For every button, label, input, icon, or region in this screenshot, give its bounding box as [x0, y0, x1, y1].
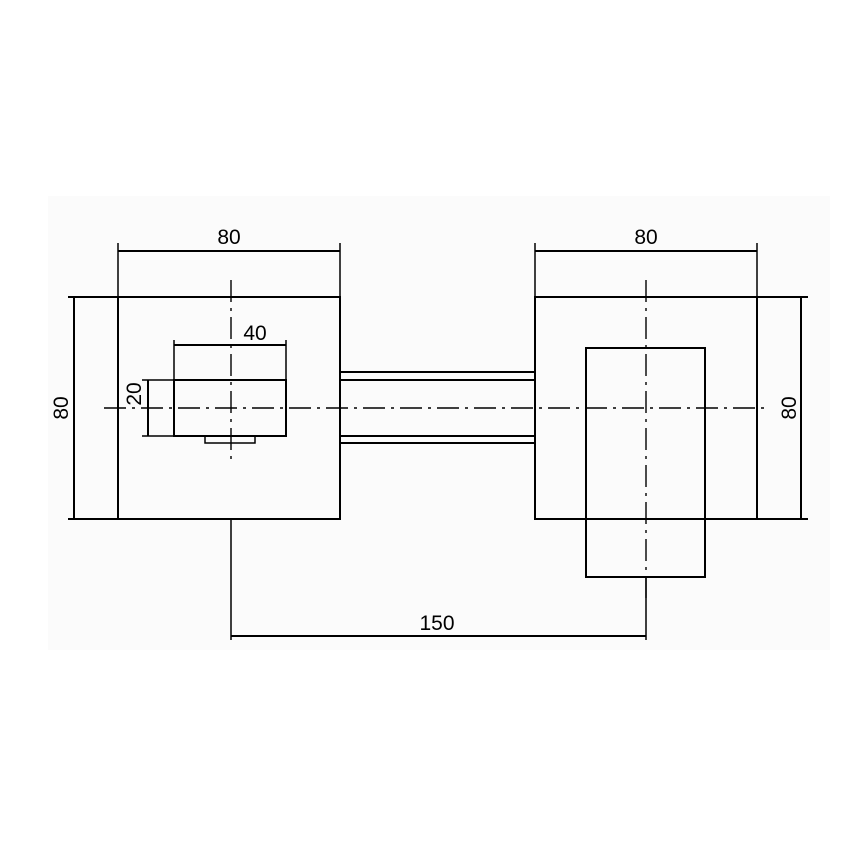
- dim-left-height: 80: [50, 297, 75, 519]
- connecting-bar: [340, 371, 535, 444]
- dim-slot-height: 20: [123, 379, 174, 437]
- dim-center-distance: 150: [230, 519, 647, 640]
- dim-slot-height-label: 20: [123, 382, 146, 405]
- dim-right-width: 80: [534, 226, 758, 297]
- dim-left-height-label: 80: [50, 396, 73, 419]
- dim-slot-width-label: 40: [243, 322, 266, 345]
- dim-right-height: 80: [778, 297, 802, 519]
- left-slot-tab: [204, 435, 256, 444]
- center-lines: [104, 280, 770, 600]
- dim-left-width: 80: [117, 226, 341, 297]
- dim-right-width-label: 80: [634, 226, 657, 249]
- dim-center-distance-label: 150: [419, 612, 454, 635]
- dim-left-width-label: 80: [217, 226, 240, 249]
- dim-slot-width: 40: [173, 322, 287, 380]
- drawing-panel: [48, 196, 830, 650]
- left-slot: [173, 379, 287, 444]
- dim-right-height-label: 80: [778, 396, 801, 419]
